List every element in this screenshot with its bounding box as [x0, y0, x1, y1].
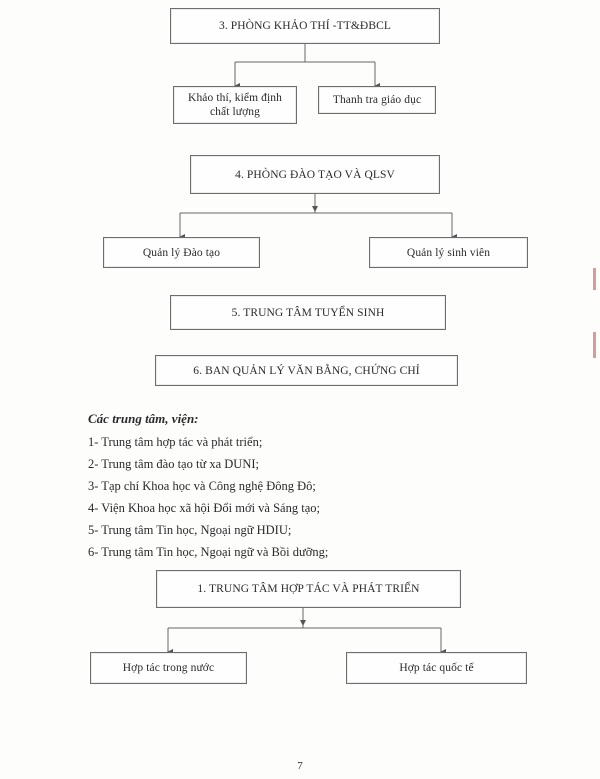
org-box-khao-thi-kiem-dinh: Khảo thí, kiểm định chất lượng [173, 86, 297, 124]
org-box-label: 6. BAN QUẢN LÝ VĂN BẰNG, CHỨNG CHỈ [193, 364, 420, 377]
org-box-van-bang: 6. BAN QUẢN LÝ VĂN BẰNG, CHỨNG CHỈ [155, 355, 458, 386]
org-box-khao-thi: 3. PHÒNG KHẢO THÍ -TT&ĐBCL [170, 8, 440, 44]
org-box-hop-tac-phat-trien: 1. TRUNG TÂM HỢP TÁC VÀ PHÁT TRIỂN [156, 570, 461, 608]
org-box-label: Hợp tác quốc tế [399, 662, 474, 674]
org-box-label: Thanh tra giáo dục [332, 94, 422, 106]
org-box-label: 3. PHÒNG KHẢO THÍ -TT&ĐBCL [218, 20, 391, 32]
org-box-quan-ly-dao-tao: Quản lý Đào tạo [103, 237, 260, 268]
org-box-quan-ly-sinh-vien: Quản lý sinh viên [369, 237, 528, 268]
org-box-label: Hợp tác trong nước [122, 662, 215, 674]
org-box-thanh-tra: Thanh tra giáo dục [318, 86, 436, 114]
org-box-tuyen-sinh: 5. TRUNG TÂM TUYỂN SINH [170, 295, 446, 330]
org-box-label: 5. TRUNG TÂM TUYỂN SINH [231, 306, 385, 319]
centers-list: 1- Trung tâm hợp tác và phát triển; 2- T… [88, 431, 328, 563]
list-item: 6- Trung tâm Tin học, Ngoại ngữ và Bồi d… [88, 545, 329, 559]
list-item: 1- Trung tâm hợp tác và phát triển; [88, 435, 263, 449]
org-box-label: 1. TRUNG TÂM HỢP TÁC VÀ PHÁT TRIỂN [197, 583, 420, 595]
org-box-hop-tac-quoc-te: Hợp tác quốc tế [346, 652, 527, 684]
org-box-dao-tao-qlsv: 4. PHÒNG ĐÀO TẠO VÀ QLSV [190, 155, 440, 194]
org-box-label: Quản lý sinh viên [406, 246, 491, 259]
list-item: 2- Trung tâm đào tạo từ xa DUNI; [88, 457, 259, 471]
page-number: 7 [297, 760, 303, 772]
scan-mark [593, 332, 596, 358]
section-title: Các trung tâm, viện: [88, 411, 199, 426]
list-item: 3- Tạp chí Khoa học và Công nghệ Đông Đô… [88, 479, 316, 493]
list-item: 4- Viện Khoa học xã hội Đổi mới và Sáng … [88, 501, 320, 515]
org-box-label: Khảo thí, kiểm định chất lượng [188, 92, 282, 118]
list-item: 5- Trung tâm Tin học, Ngoại ngữ HDIU; [88, 523, 292, 537]
org-box-label: Quản lý Đào tạo [142, 246, 221, 259]
scan-mark [593, 268, 596, 290]
org-box-hop-tac-trong-nuoc: Hợp tác trong nước [90, 652, 247, 684]
org-box-label: 4. PHÒNG ĐÀO TẠO VÀ QLSV [235, 168, 395, 181]
